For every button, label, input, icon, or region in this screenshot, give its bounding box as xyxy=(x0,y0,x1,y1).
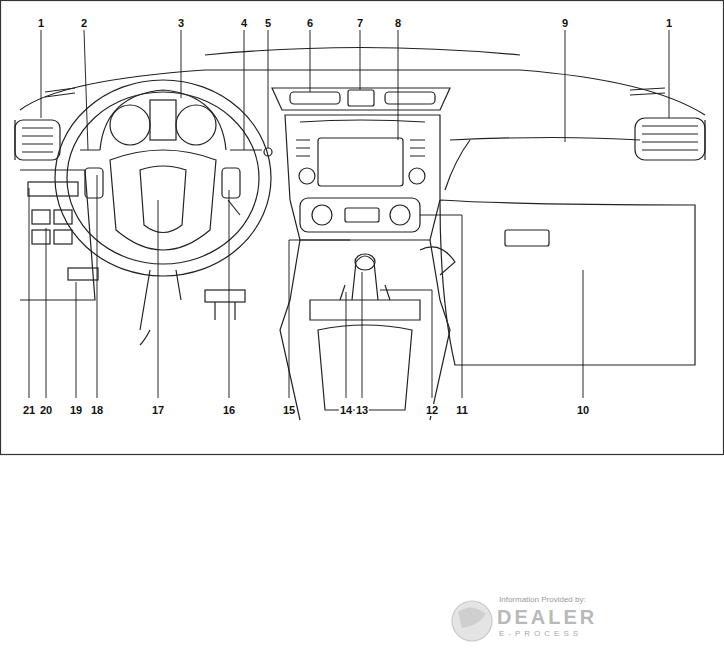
callout-number: 16 xyxy=(222,404,236,416)
callout-number: 8 xyxy=(394,17,402,29)
watermark-text: E-PROCESS xyxy=(499,629,582,638)
callout-number: 3 xyxy=(177,17,185,29)
callout-number: 7 xyxy=(356,17,364,29)
callout-number: 18 xyxy=(90,404,104,416)
callout-number: 9 xyxy=(561,17,569,29)
callout-number: 4 xyxy=(240,17,248,29)
callout-number: 10 xyxy=(576,404,590,416)
callout-number: 14 xyxy=(339,404,353,416)
callout-number: 6 xyxy=(306,17,314,29)
callout-number: 15 xyxy=(282,404,296,416)
callout-number: 11 xyxy=(455,404,469,416)
callout-number: 20 xyxy=(39,404,53,416)
callout-number: 2 xyxy=(80,17,88,29)
watermark-text: Information Provided by: xyxy=(499,595,586,604)
callout-number: 12 xyxy=(425,404,439,416)
callout-number: 17 xyxy=(151,404,165,416)
callout-number: 1 xyxy=(665,17,673,29)
callout-number: 19 xyxy=(69,404,83,416)
watermark-logo: DEALER xyxy=(497,606,597,628)
callout-number: 5 xyxy=(264,17,272,29)
callout-number: 21 xyxy=(22,404,36,416)
callout-number: 1 xyxy=(37,17,45,29)
callout-number: 13 xyxy=(355,404,369,416)
